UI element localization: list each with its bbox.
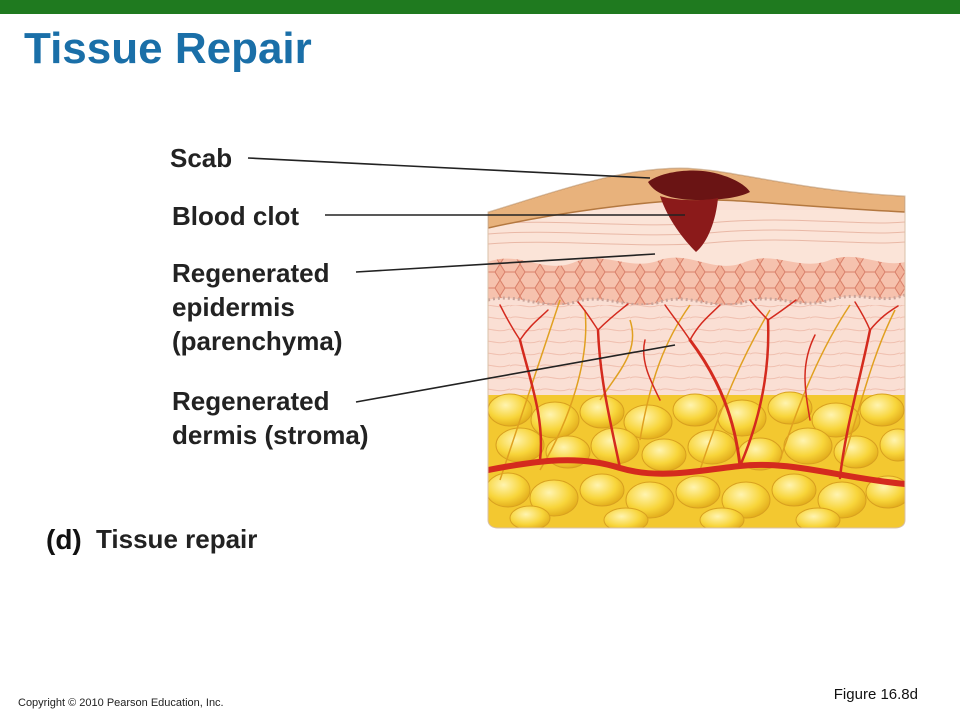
label-dermis-line-1: Regenerated: [172, 386, 330, 416]
caption-text: Tissue repair: [96, 524, 258, 554]
epidermis-leader: [355, 253, 656, 273]
leader-lines: [247, 157, 685, 403]
basement-membrane: [488, 293, 905, 307]
figure-reference: Figure 16.8d: [833, 686, 918, 703]
blood-vessels: [488, 299, 905, 487]
label-dermis-line-2: dermis (stroma): [172, 420, 369, 450]
nerve-fibers: [499, 299, 896, 481]
regenerated-dermis-layer: [488, 305, 905, 405]
regenerated-epidermis-layer: [488, 256, 905, 305]
label-epidermis-line-3: (parenchyma): [172, 326, 343, 356]
label-scab: Scab: [170, 143, 233, 173]
label-blood-clot: Blood clot: [172, 201, 300, 231]
caption-panel-letter: (d): [46, 524, 82, 555]
skin-block: [488, 168, 905, 528]
scab-dark: [648, 170, 750, 200]
blood-clot-shape: [660, 196, 718, 252]
top-accent-bar: [0, 0, 960, 14]
scab-leader: [247, 157, 651, 179]
dermis-leader: [355, 344, 676, 403]
skin-block-outline: [487, 167, 906, 529]
label-epidermis-line-2: epidermis: [172, 292, 295, 322]
label-epidermis-line-1: Regenerated: [172, 258, 330, 288]
copyright-notice: Copyright © 2010 Pearson Education, Inc.: [18, 697, 224, 709]
upper-fiber-lines: [488, 219, 905, 246]
slide-title: Tissue Repair: [24, 24, 312, 73]
